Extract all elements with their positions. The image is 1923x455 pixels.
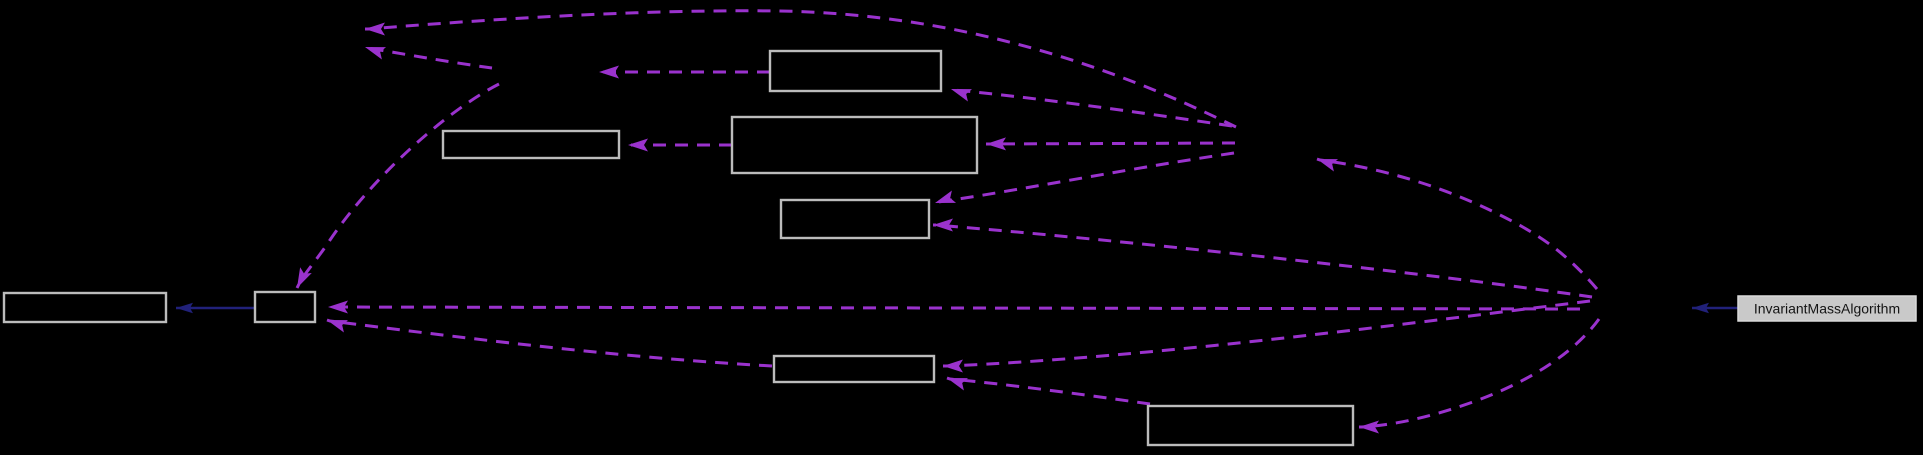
edge-arc-top-left [365,9,1237,129]
node-invariant-mass[interactable] [1737,295,1917,322]
node-large-center[interactable] [730,115,979,175]
edge-lower-to-smallbox [326,318,773,368]
edge-hub-to-topbox [950,87,1233,128]
edge-bottom-to-lower [946,376,1151,406]
edge-right-to-smallbox [327,300,1581,314]
edge-hub-to-midcenter [934,151,1235,205]
edge-right-to-bottom [1359,318,1601,434]
edge-hub-to-large [985,137,1236,151]
node-mid-center[interactable] [779,198,931,240]
node-lower-center[interactable] [772,354,936,384]
node-upper-left[interactable] [441,129,621,160]
graph-nodes: InvariantMassAlgorithm [2,49,1917,447]
node-small-left[interactable] [253,290,317,324]
node-far-left[interactable] [2,291,168,324]
node-top[interactable] [768,49,943,93]
graph-edges [176,9,1738,434]
edge-right-to-hub [1316,157,1599,290]
edge-curve-to-smallbox [295,82,500,289]
edge-right-to-lower [943,299,1591,373]
node-bottom-right[interactable] [1146,404,1355,447]
edge-to-left-lower [364,45,493,70]
node-invariant-mass-label: InvariantMassAlgorithm [1754,301,1900,317]
edge-right-to-midcenter [933,218,1593,299]
